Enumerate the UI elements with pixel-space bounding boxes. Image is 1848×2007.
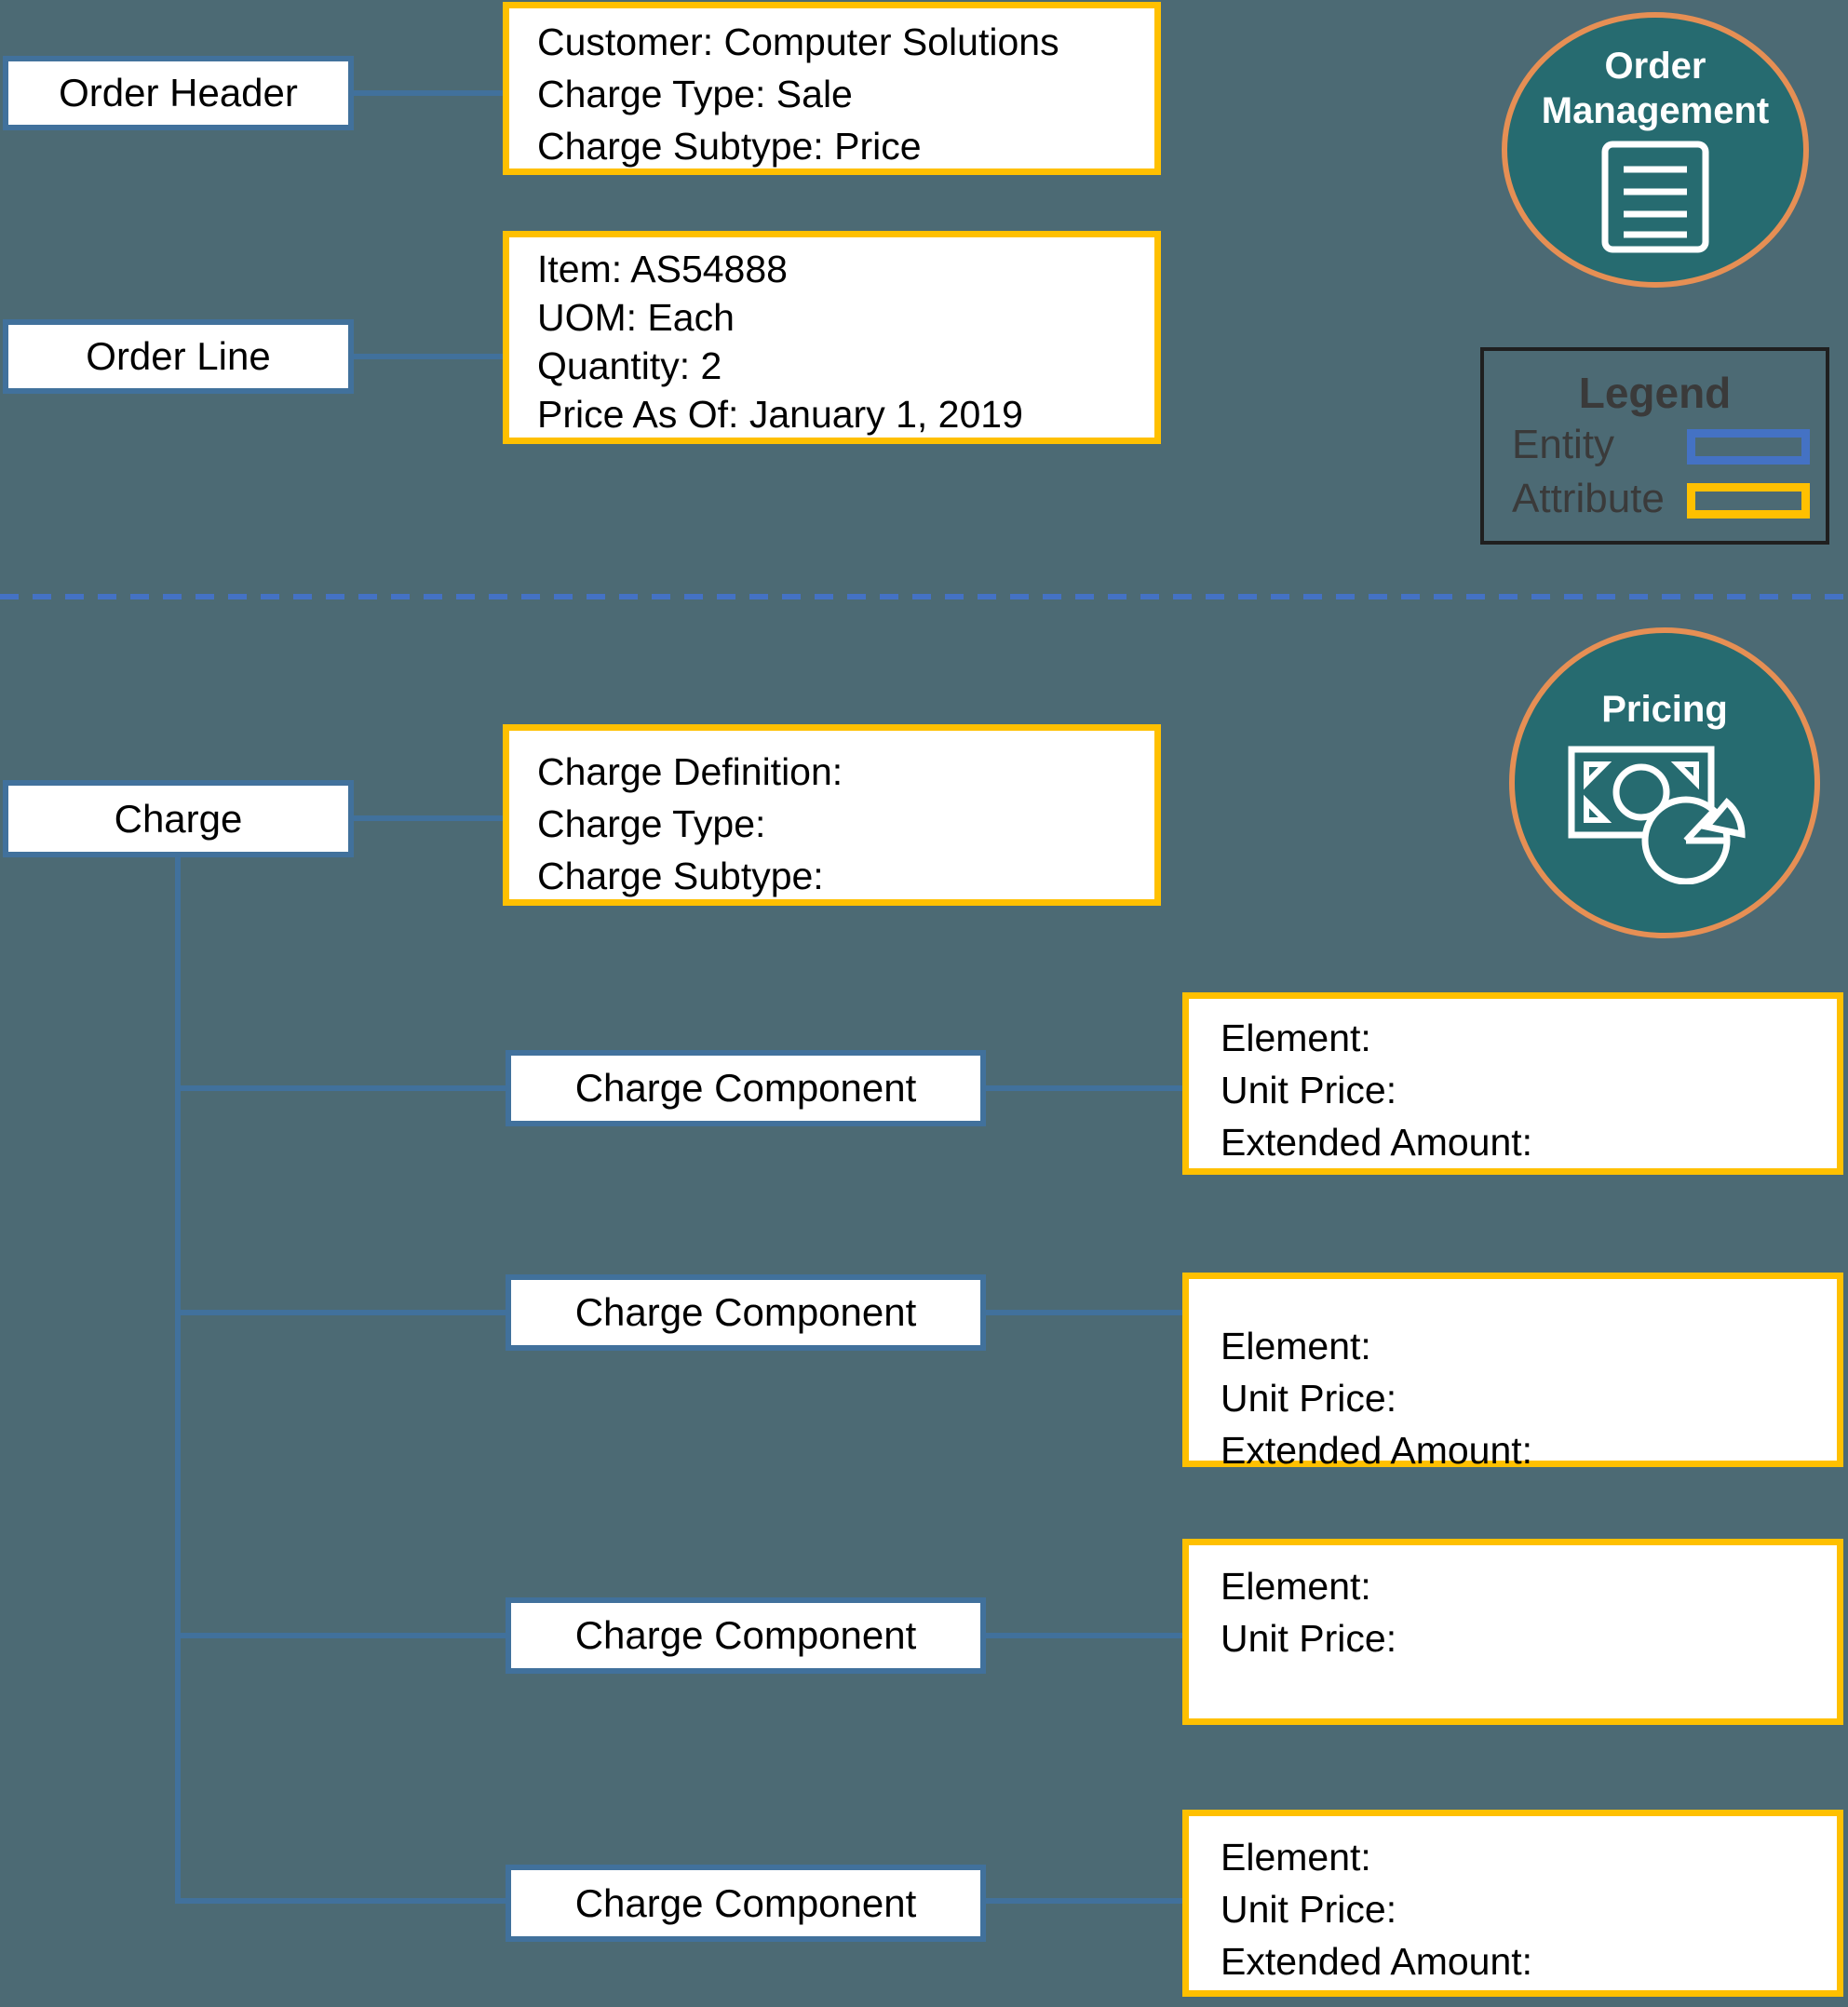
attr-line: Charge Type: Sale <box>537 73 853 115</box>
section-divider <box>0 594 1848 599</box>
attr-line: Customer: Computer Solutions <box>537 20 1059 63</box>
attr-line: Unit Price: <box>1221 1617 1397 1660</box>
attr-line: Element: <box>1221 1017 1371 1059</box>
attr-charge-component-2: Element: Unit Price: Extended Amount: <box>1182 1273 1843 1472</box>
entity-charge: Charge <box>3 780 354 857</box>
order-management-badge: Order Management <box>1502 12 1809 288</box>
connector-branch-2 <box>175 1310 506 1315</box>
attr-line: Item: AS54888 <box>537 248 788 290</box>
entity-charge-label: Charge <box>114 796 243 841</box>
entity-charge-component-label: Charge Component <box>574 1880 917 1925</box>
entity-charge-component-2: Charge Component <box>506 1274 986 1351</box>
entity-charge-component-3: Charge Component <box>506 1597 986 1674</box>
attr-line: Extended Amount: <box>1221 1121 1533 1164</box>
attr-line: Element: <box>1221 1325 1371 1367</box>
attr-line: Charge Definition: <box>537 750 843 793</box>
connector-component-attr-4 <box>986 1898 1182 1904</box>
attr-line: Charge Type: <box>537 802 766 845</box>
legend-attribute-swatch <box>1687 483 1810 519</box>
attr-line: Charge Subtype: <box>537 855 824 897</box>
legend-title: Legend <box>1578 369 1732 417</box>
entity-charge-component-1: Charge Component <box>506 1050 986 1126</box>
attr-line: Extended Amount: <box>1221 1429 1533 1472</box>
entity-order-header: Order Header <box>3 56 354 130</box>
entity-order-line: Order Line <box>3 319 354 394</box>
connector-component-attr-1 <box>986 1085 1182 1091</box>
document-icon <box>1599 139 1711 260</box>
pricing-badge: Pricing <box>1509 627 1820 938</box>
entity-charge-component-label: Charge Component <box>574 1066 917 1110</box>
connector-branch-3 <box>175 1633 506 1638</box>
entity-charge-component-4: Charge Component <box>506 1865 986 1942</box>
attr-charge-component-3: Element: Unit Price: <box>1182 1539 1843 1725</box>
attr-line: Unit Price: <box>1221 1888 1397 1931</box>
entity-charge-component-label: Charge Component <box>574 1290 917 1334</box>
attr-line: UOM: Each <box>537 296 735 339</box>
attr-line: Unit Price: <box>1221 1377 1397 1420</box>
connector-order-header <box>354 90 503 96</box>
order-management-badge-label: Order Management <box>1541 46 1770 131</box>
attr-line: Unit Price: <box>1221 1069 1397 1111</box>
legend-attribute-label: Attribute <box>1512 476 1665 521</box>
attr-charge: Charge Definition: Charge Type: Charge S… <box>503 724 1161 906</box>
entity-order-line-label: Order Line <box>86 334 271 378</box>
legend-entity-label: Entity <box>1512 422 1615 467</box>
attr-line: Element: <box>1221 1565 1371 1608</box>
connector-branch-1 <box>175 1085 506 1091</box>
attr-line: Extended Amount: <box>1221 1940 1533 1983</box>
connector-charge <box>354 815 503 821</box>
entity-order-header-label: Order Header <box>59 71 298 114</box>
attr-order-header: Customer: Computer Solutions Charge Type… <box>503 2 1161 175</box>
attr-charge-component-1: Element: Unit Price: Extended Amount: <box>1182 992 1843 1175</box>
connector-order-line <box>354 354 503 359</box>
legend: Legend Entity Attribute <box>1480 347 1829 545</box>
attr-charge-component-4: Element: Unit Price: Extended Amount: <box>1182 1810 1843 1997</box>
legend-entity-swatch <box>1687 429 1810 465</box>
connector-component-attr-2 <box>986 1310 1182 1315</box>
money-pie-icon <box>1567 745 1762 889</box>
attr-order-line: Item: AS54888 UOM: Each Quantity: 2 Pric… <box>503 231 1161 444</box>
attr-line: Price As Of: January 1, 2019 <box>537 393 1023 436</box>
pricing-badge-label: Pricing <box>1601 689 1728 730</box>
attr-line: Quantity: 2 <box>537 344 722 387</box>
connector-charge-trunk <box>175 854 181 1904</box>
connector-component-attr-3 <box>986 1633 1182 1638</box>
connector-branch-4 <box>175 1898 506 1904</box>
attr-line: Element: <box>1221 1836 1371 1879</box>
attr-line: Charge Subtype: Price <box>537 125 922 168</box>
entity-charge-component-label: Charge Component <box>574 1613 917 1657</box>
